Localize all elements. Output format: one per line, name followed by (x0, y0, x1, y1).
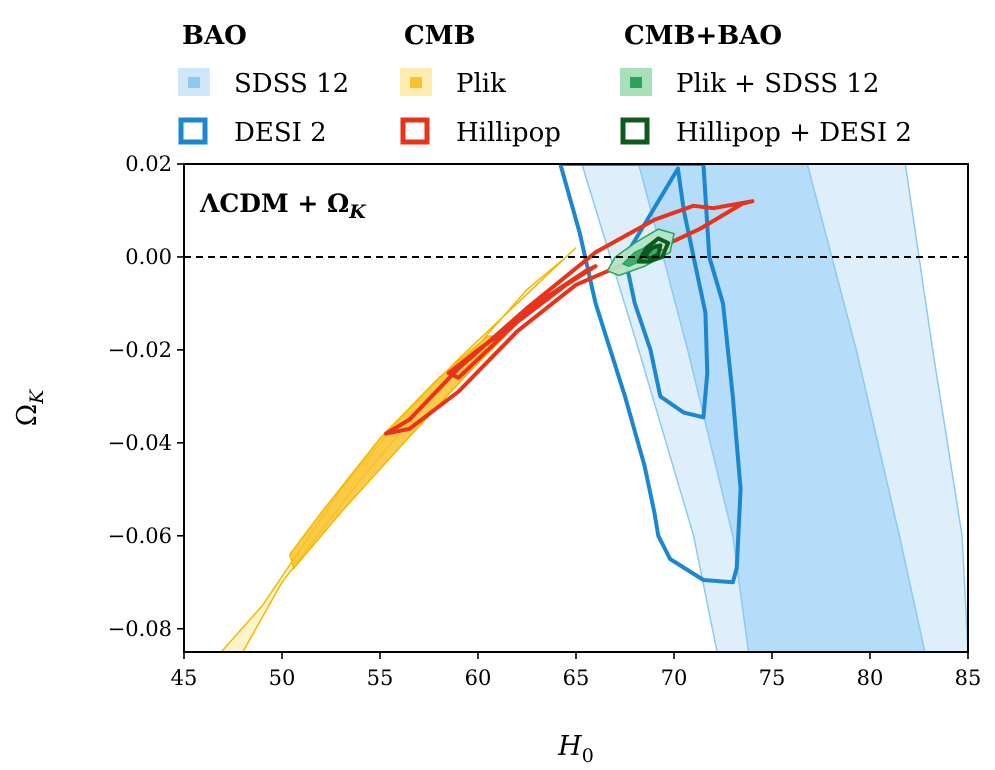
y-tick-label: −0.02 (108, 338, 172, 362)
x-tick-label: 85 (955, 666, 982, 690)
y-tick-label: −0.08 (108, 617, 172, 641)
legend-group-title: CMB+BAO (624, 21, 782, 51)
y-axis: 0.02 0.00 −0.02 −0.04 −0.06 −0.08 (108, 152, 184, 641)
series-plik (220, 247, 577, 652)
legend-swatch (400, 117, 430, 145)
contour-layer (220, 164, 968, 652)
series-hillipop-desi-2 (636, 236, 671, 264)
legend-label: Plik + SDSS 12 (676, 69, 879, 99)
legend-swatch-core (410, 77, 422, 88)
x-tick-label: 55 (367, 666, 394, 690)
legend-swatch-core (630, 77, 642, 88)
model-annotation: ΛCDM + ΩK (199, 189, 367, 223)
x-tick-label: 80 (857, 666, 884, 690)
x-tick-label: 70 (661, 666, 688, 690)
legend-group-title: BAO (182, 21, 247, 51)
legend-label: Hillipop + DESI 2 (676, 118, 912, 148)
x-tick-label: 65 (563, 666, 590, 690)
contour-68pct (288, 335, 508, 570)
y-tick-label: −0.04 (108, 431, 172, 455)
x-tick-label: 50 (269, 666, 296, 690)
legend-label: SDSS 12 (234, 69, 349, 99)
y-axis-title: ΩK (12, 388, 48, 426)
x-axis: 45 50 55 60 65 70 75 80 85 (171, 652, 982, 690)
legend-group-cmb-bao: CMB+BAO Plik + SDSS 12 Hillipop + DESI 2 (620, 21, 912, 148)
legend-swatch (620, 117, 650, 145)
x-axis-title: H0 (557, 731, 594, 767)
legend-group-title: CMB (404, 21, 475, 51)
x-tick-label: 75 (759, 666, 786, 690)
legend-swatch (178, 117, 208, 145)
contour-95pct (558, 164, 743, 585)
contour-95pct (636, 236, 671, 264)
y-tick-label: −0.06 (108, 524, 172, 548)
series-hillipop (383, 199, 755, 436)
x-tick-label: 45 (171, 666, 198, 690)
legend-label: Hillipop (456, 118, 561, 148)
contour-95pct (383, 199, 755, 436)
legend-group-bao: BAO SDSS 12 DESI 2 (178, 21, 349, 148)
y-tick-label: 0.00 (125, 245, 172, 269)
contour-68pct (642, 243, 663, 261)
series-desi-2 (558, 164, 743, 585)
y-tick-label: 0.02 (125, 152, 172, 176)
series-sdss-12 (581, 164, 968, 652)
contour-95pct (220, 247, 577, 652)
legend-swatch-core (188, 77, 200, 88)
contour-68pct (446, 264, 598, 380)
contour-68pct (623, 166, 710, 420)
legend-label: DESI 2 (234, 118, 327, 148)
x-tick-label: 60 (465, 666, 492, 690)
legend-label: Plik (456, 69, 506, 99)
